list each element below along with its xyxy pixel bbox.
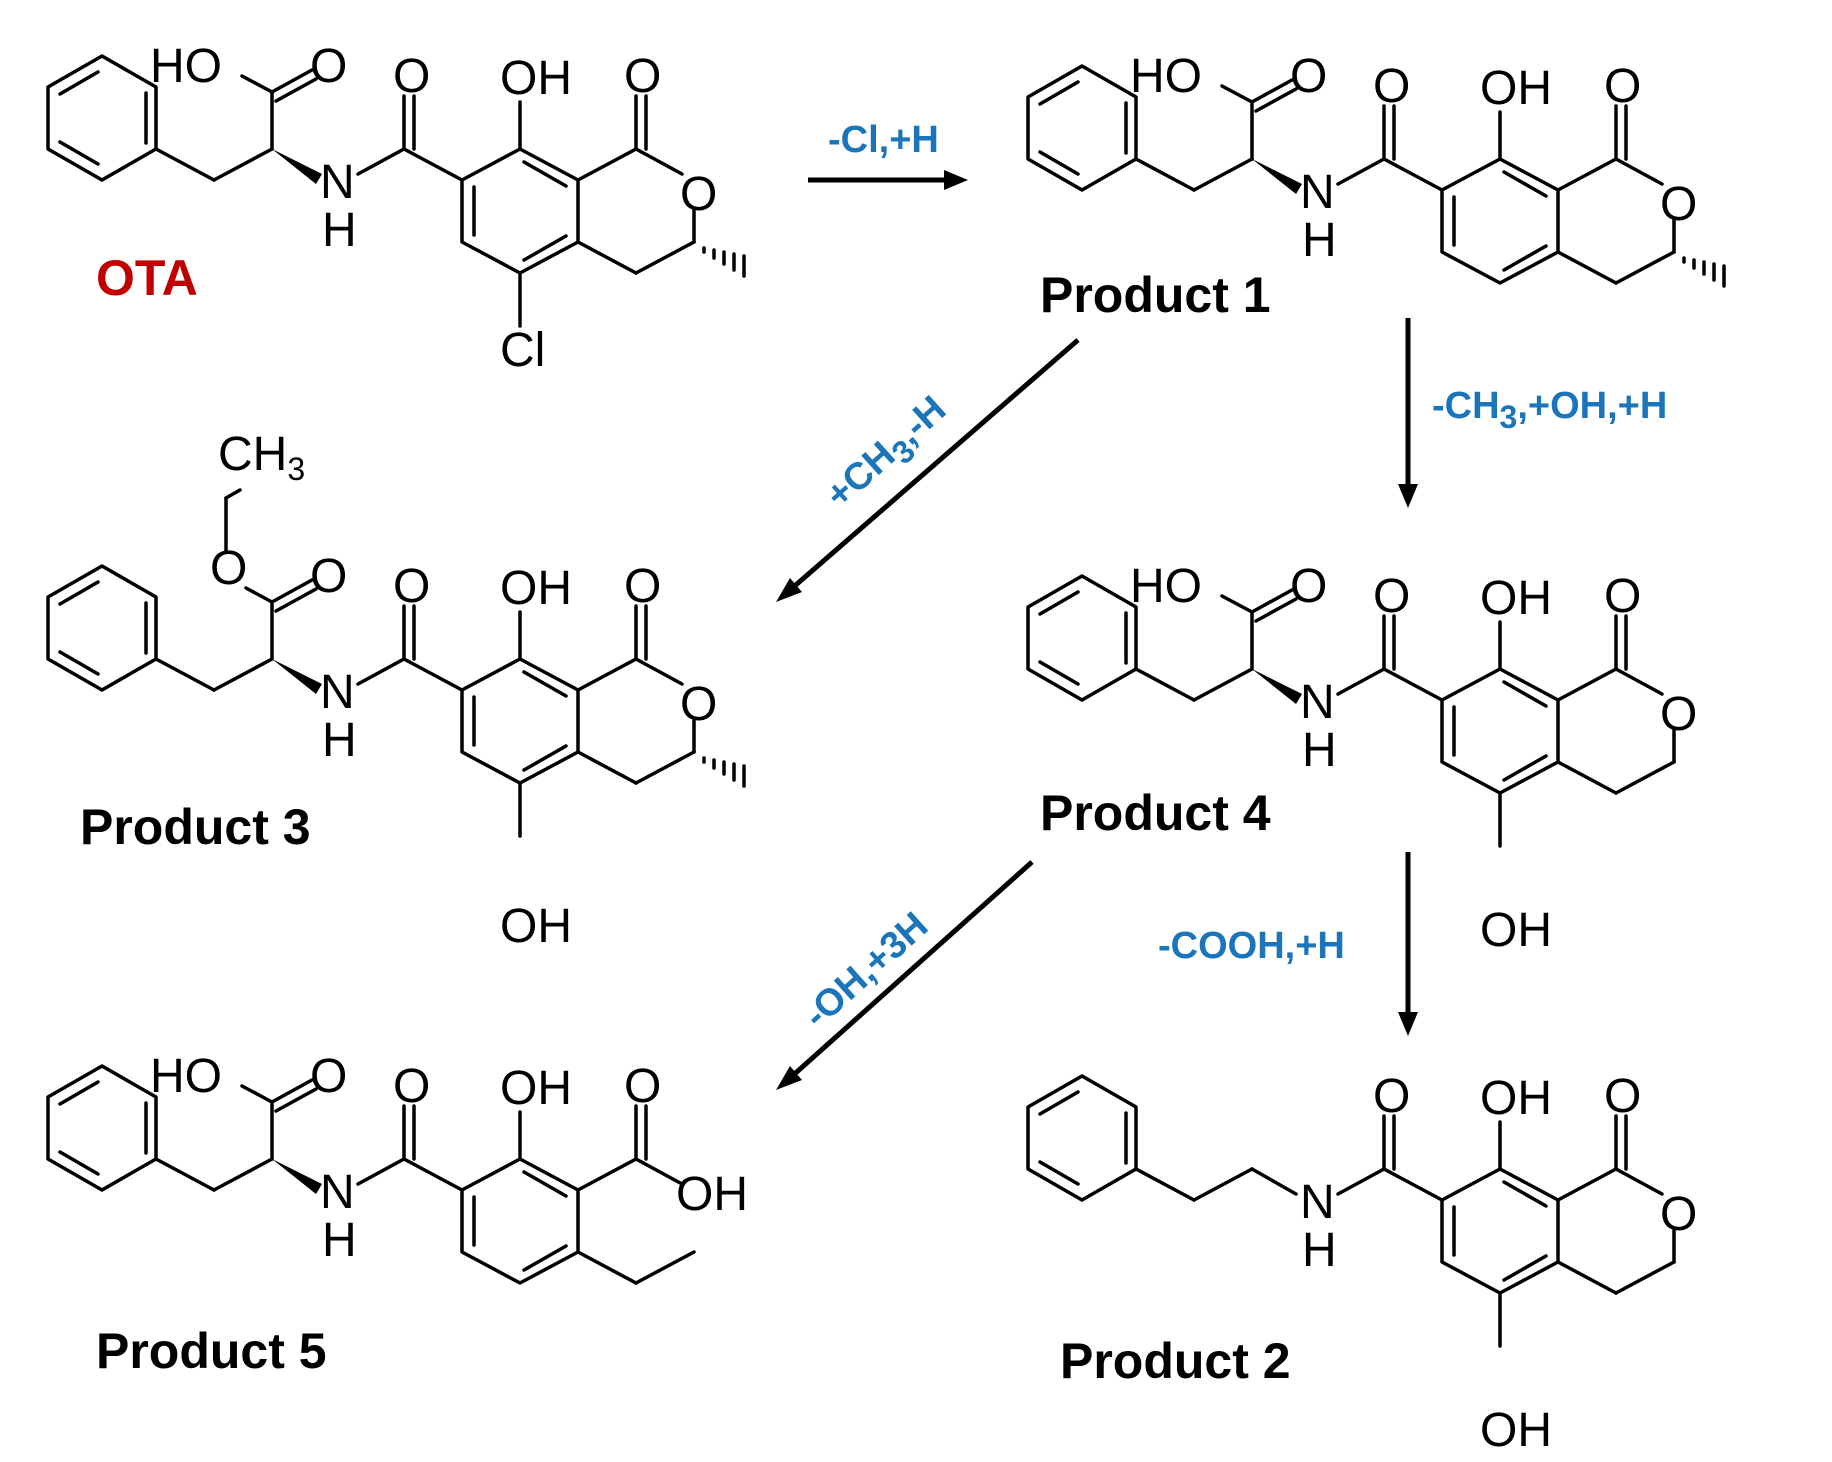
atom-o: O [310, 40, 347, 93]
ch3-ch: CH [218, 428, 287, 481]
atom-n: N [320, 156, 355, 209]
atom-o: O [1290, 560, 1327, 613]
atom-h: H [322, 714, 357, 767]
atom-n: N [1300, 166, 1335, 219]
rxn-p1p4-b: ,+OH,+H [1517, 385, 1667, 427]
reaction-label-p1-p4: -CH3,+OH,+H [1432, 385, 1667, 435]
atom-o: O [1604, 1070, 1641, 1123]
product-5-structure: HO O N H O OH O OH [46, 1050, 748, 1285]
arrow-ota-to-p1 [808, 170, 968, 190]
ch3-sub: 3 [287, 451, 305, 487]
atom-o: O [1660, 688, 1697, 741]
atom-oh: OH [676, 1168, 748, 1221]
product-4-structure: HO O N H O OH O O OH [1026, 560, 1697, 957]
atom-o: O [393, 560, 430, 613]
rxn-p1p4-a: -CH [1432, 385, 1500, 427]
reaction-label-ota-p1: -Cl,+H [828, 119, 939, 161]
atom-o: O [393, 1060, 430, 1113]
arrow-p4-to-p5 [776, 860, 1034, 1090]
atom-n: N [1300, 1176, 1335, 1229]
atom-o: O [393, 50, 430, 103]
atom-o: O [1660, 178, 1697, 231]
atom-o: O [1373, 1070, 1410, 1123]
atom-oh: OH [1480, 572, 1552, 625]
atom-oh: OH [500, 900, 572, 953]
atom-ho: HO [150, 1050, 222, 1103]
product-3-label: Product 3 [80, 799, 311, 855]
atom-ho: HO [150, 40, 222, 93]
atom-n: N [320, 666, 355, 719]
atom-oh: OH [500, 52, 572, 105]
atom-h: H [1302, 724, 1337, 777]
atom-n: N [1300, 676, 1335, 729]
rxn-p1p4-sub: 3 [1500, 399, 1518, 435]
product-5-label: Product 5 [96, 1323, 327, 1379]
atom-o: O [1660, 1188, 1697, 1241]
atom-oh: OH [1480, 1072, 1552, 1125]
product-1-structure: HO O N H O OH O O [1026, 50, 1726, 288]
atom-cl: Cl [500, 324, 545, 377]
product-2-structure: N H O OH O O OH [1026, 1070, 1697, 1457]
reaction-label-p4-p2: -COOH,+H [1158, 925, 1345, 967]
atom-o: O [1373, 570, 1410, 623]
atom-oh: OH [1480, 1404, 1552, 1457]
atom-o: O [624, 1060, 661, 1113]
atom-h: H [322, 204, 357, 257]
product-3-structure: O O N H O OH O O OH [46, 488, 746, 953]
atom-ho: HO [1130, 50, 1202, 103]
atom-o: O [680, 678, 717, 731]
arrow-p1-to-p4 [1398, 318, 1418, 508]
product-4-label: Product 4 [1040, 785, 1271, 841]
atom-o: O [1290, 50, 1327, 103]
atom-oh: OH [500, 562, 572, 615]
atom-h: H [1302, 214, 1337, 267]
reaction-label-p4-p5: -OH,+3H [796, 904, 936, 1036]
atom-o: O [310, 1050, 347, 1103]
atom-o: O [1604, 570, 1641, 623]
atom-n: N [320, 1166, 355, 1219]
atom-o: O [310, 550, 347, 603]
atom-oh: OH [1480, 62, 1552, 115]
atom-h: H [322, 1214, 357, 1267]
arrow-p1-to-p3 [776, 338, 1080, 602]
methyl-ch3: CH3 [218, 428, 305, 487]
atom-o: O [1373, 60, 1410, 113]
atom-o: O [680, 168, 717, 221]
atom-o: O [210, 542, 247, 595]
atom-o: O [1604, 60, 1641, 113]
atom-h: H [1302, 1224, 1337, 1277]
atom-oh: OH [1480, 904, 1552, 957]
ota-structure: HO O N H O OH O O Cl [46, 40, 746, 377]
atom-o: O [624, 50, 661, 103]
ota-label: OTA [96, 250, 198, 306]
product-2-label: Product 2 [1060, 1333, 1291, 1389]
atom-oh: OH [500, 1062, 572, 1115]
arrow-p4-to-p2 [1398, 852, 1418, 1036]
product-1-label: Product 1 [1040, 267, 1271, 323]
atom-o: O [624, 560, 661, 613]
atom-ho: HO [1130, 560, 1202, 613]
